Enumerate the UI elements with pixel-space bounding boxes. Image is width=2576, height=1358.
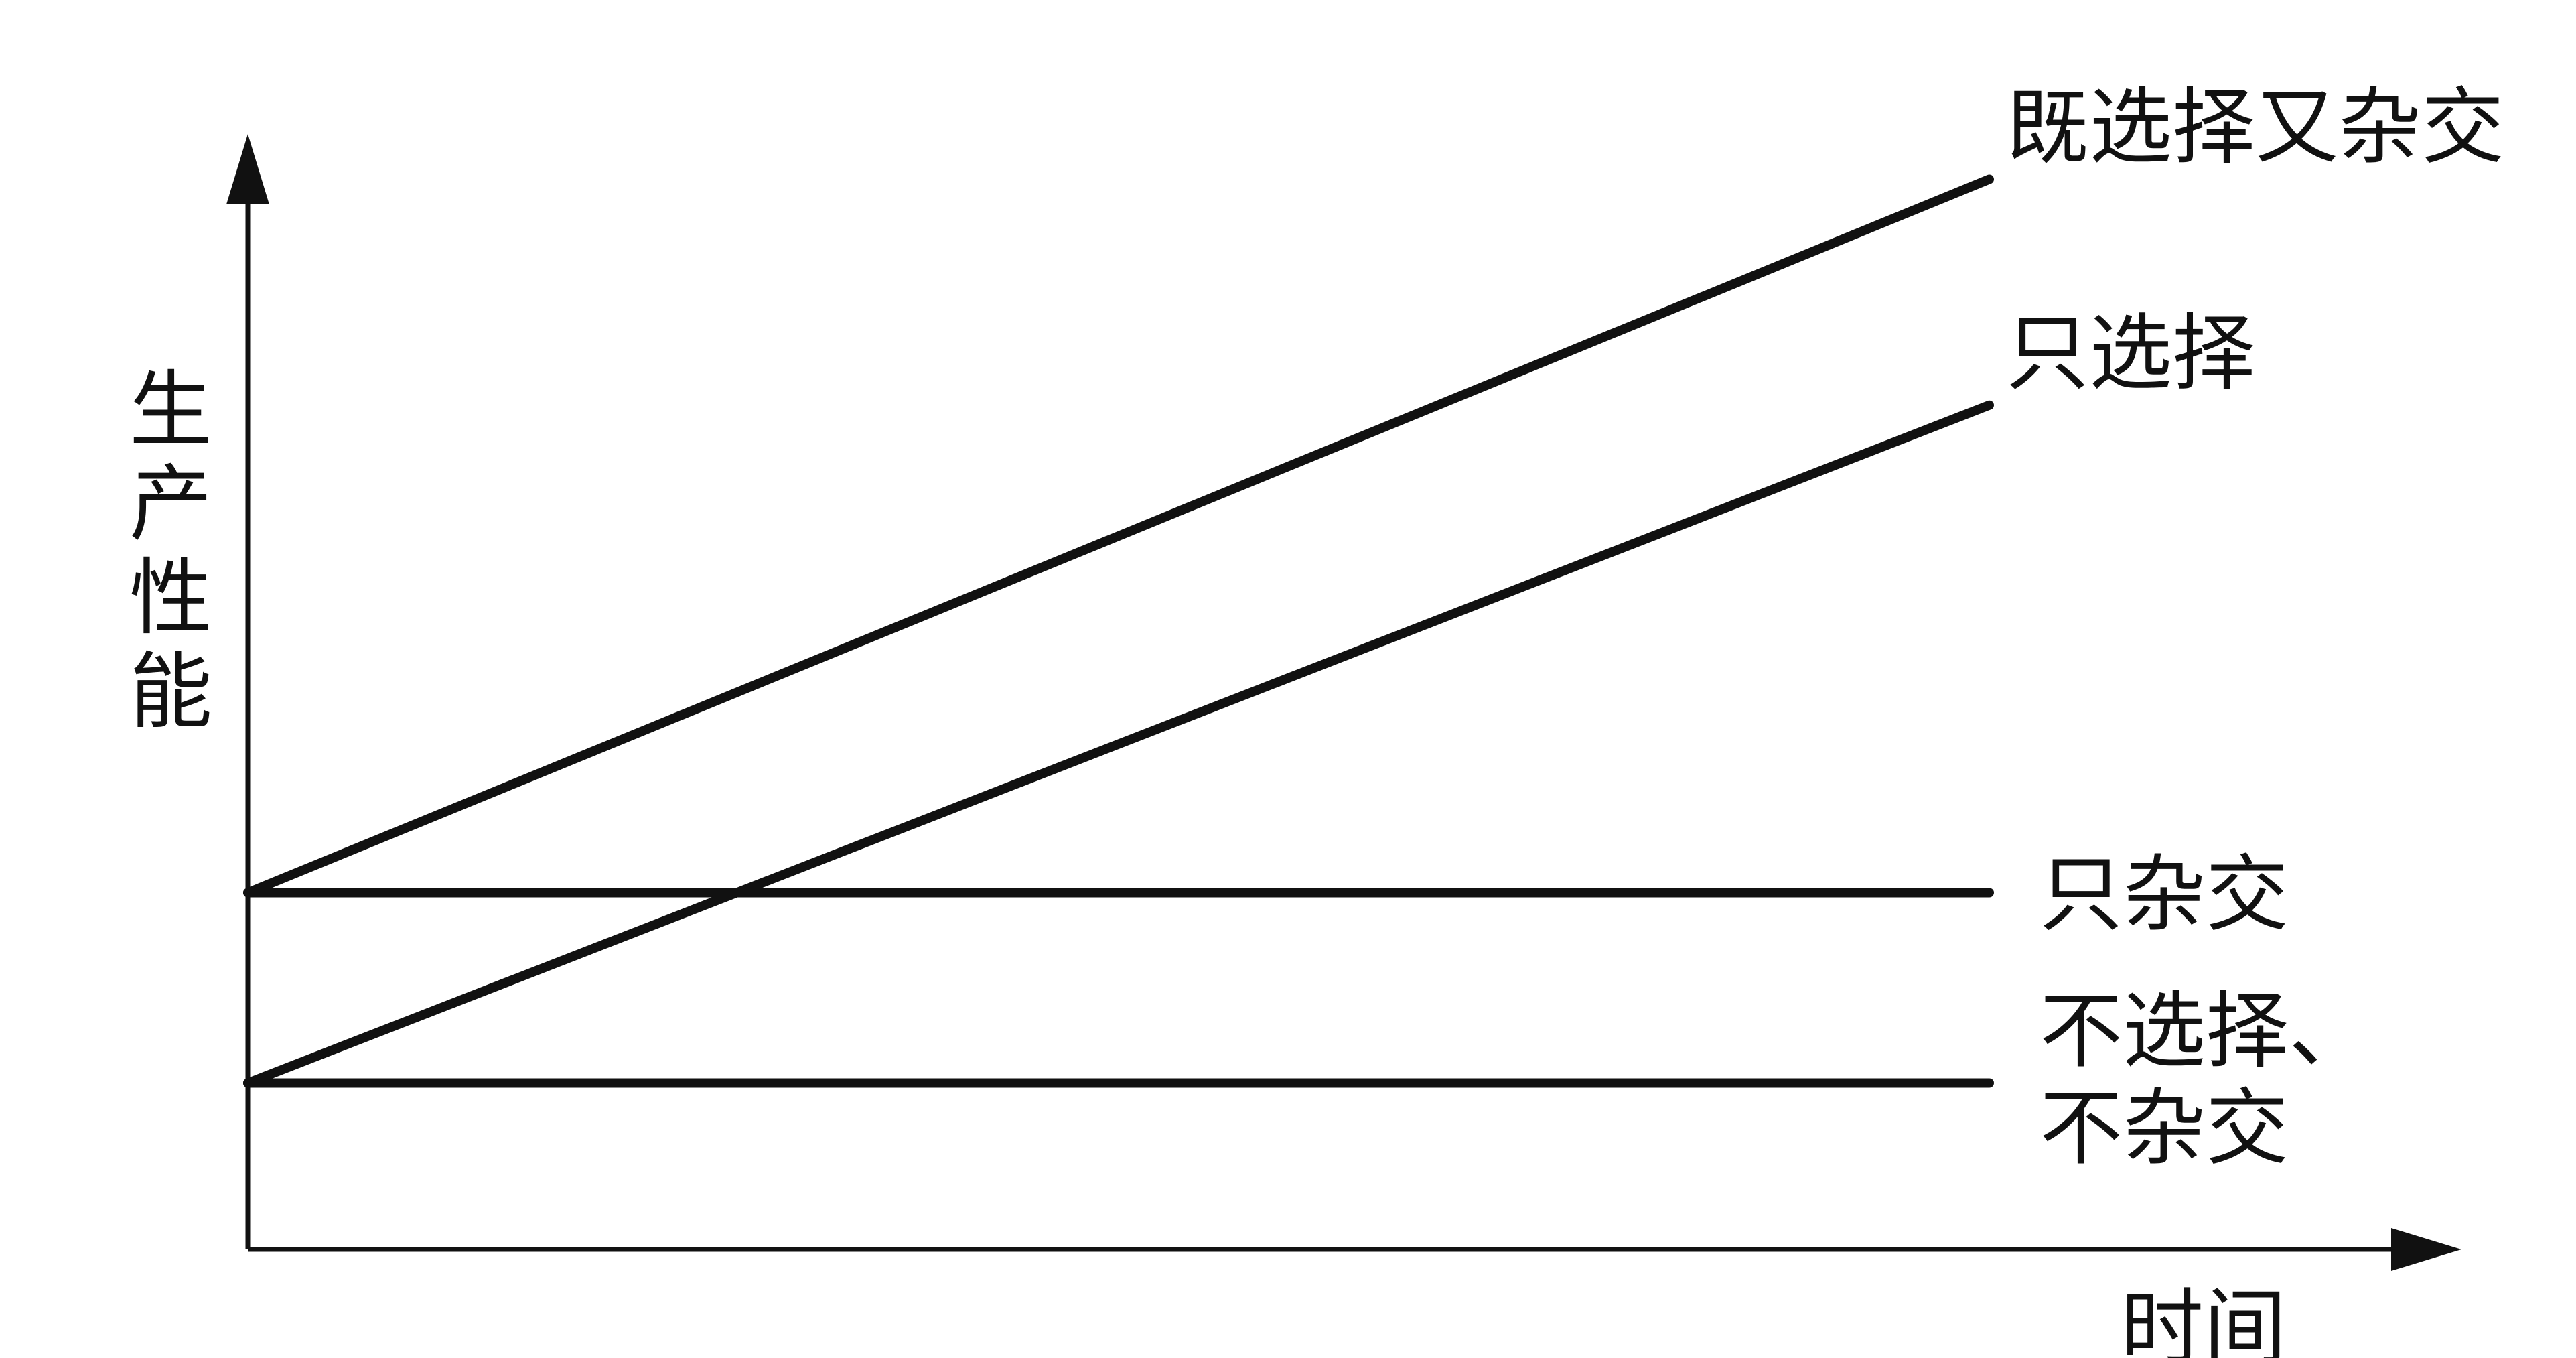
y-axis-label-char: 性 [129,550,212,647]
series-label-line: 不杂交 [2040,1081,2289,1177]
y-axis-label-char: 能 [129,644,212,740]
series-label-3: 只杂交 [2040,847,2289,943]
y-axis-label: 生产性能 [129,362,212,740]
series-line-1 [243,174,1994,898]
axes [226,134,2461,1271]
series-label-4: 不选择、不杂交 [2040,983,2372,1177]
series-label-1: 既选择又杂交 [2006,80,2504,176]
series-label-line: 只杂交 [2040,847,2289,943]
y-axis-label-char: 产 [129,456,212,553]
series-line-2 [243,400,1994,1088]
series-label-line: 不选择、 [2040,983,2372,1080]
x-axis-label: 时间 [2121,1280,2287,1358]
series-label-line: 既选择又杂交 [2006,80,2504,176]
x-axis-arrow-icon [2391,1228,2461,1271]
series-label-line: 只选择 [2006,305,2255,402]
series-label-2: 只选择 [2006,305,2255,402]
y-axis-label-char: 生 [129,362,212,459]
series-layer [243,174,1994,1088]
y-axis-arrow-icon [226,134,269,204]
